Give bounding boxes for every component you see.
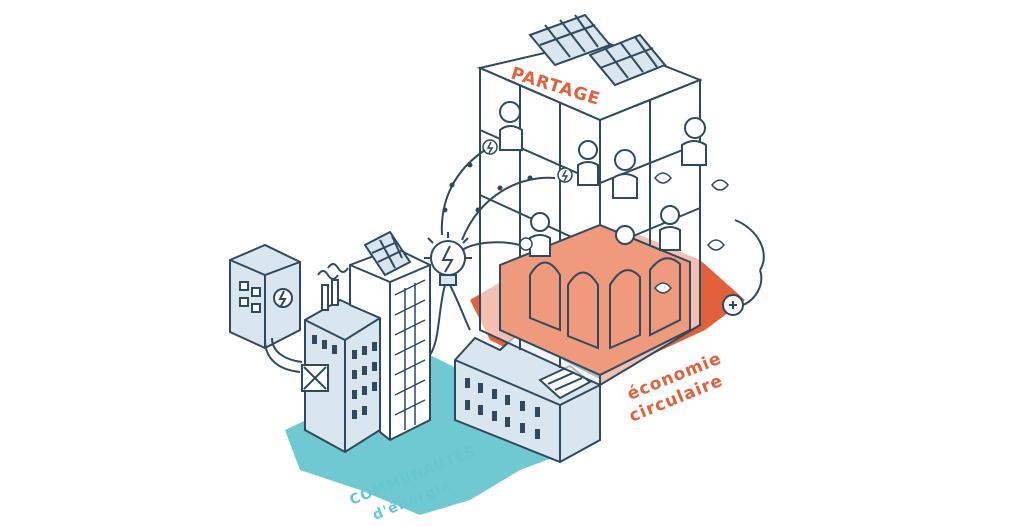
resident-figures bbox=[499, 101, 707, 257]
arrow-dots bbox=[442, 162, 533, 213]
small-bulb-icons bbox=[482, 139, 573, 251]
office-tower bbox=[349, 230, 431, 442]
leaf-icon bbox=[654, 172, 729, 294]
circular-economy-storefront bbox=[499, 223, 691, 377]
office-windows bbox=[394, 279, 426, 430]
solar-panel-icon bbox=[528, 13, 667, 87]
row-house-windows bbox=[465, 378, 540, 439]
power-plug-icon bbox=[722, 269, 763, 316]
lightning-bulb-icon bbox=[424, 232, 472, 286]
power-cables bbox=[264, 284, 471, 373]
factory-building bbox=[301, 263, 381, 454]
electric-cabinet bbox=[229, 243, 301, 350]
factory-windows bbox=[312, 335, 377, 419]
